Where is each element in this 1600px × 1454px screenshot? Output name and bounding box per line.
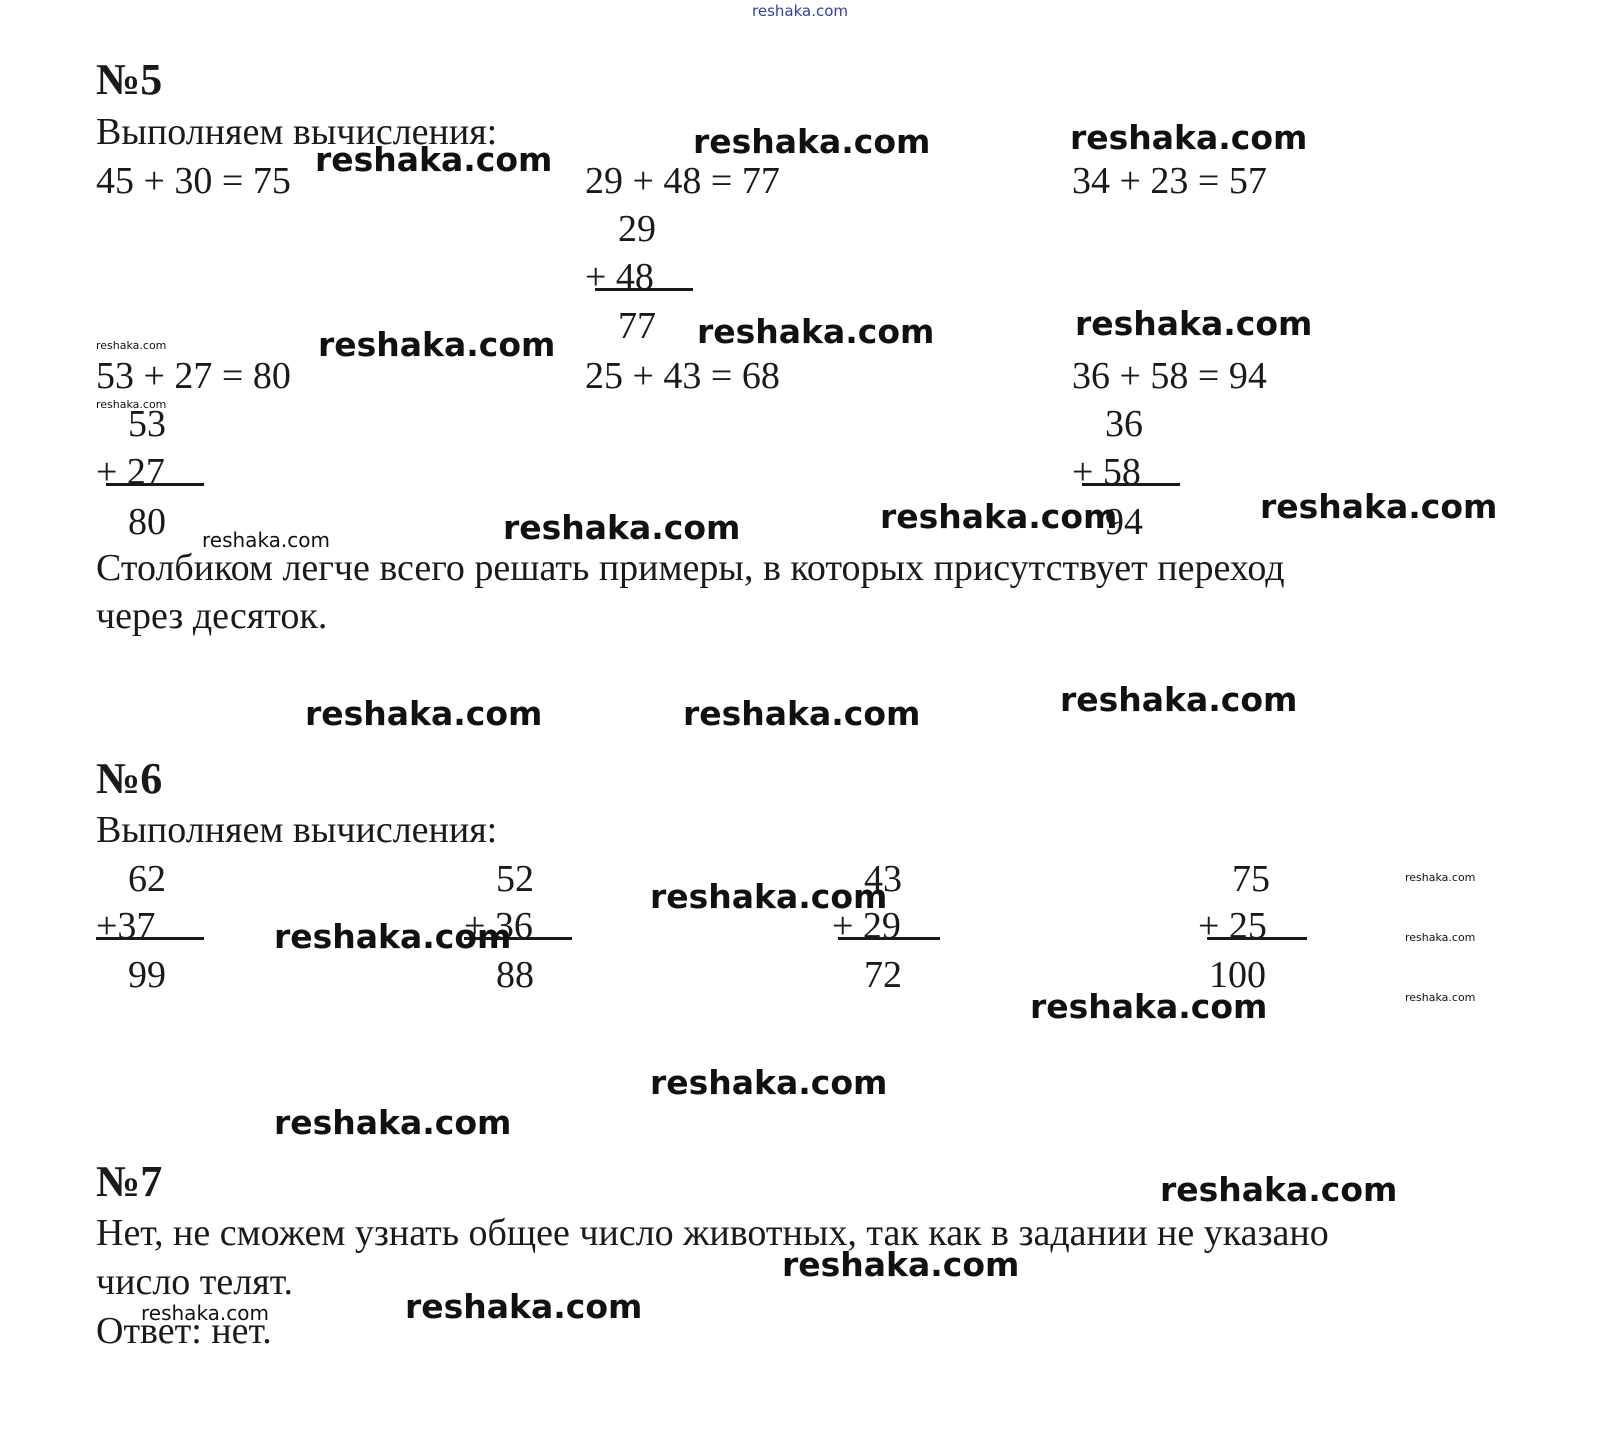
task6-column-1-rule xyxy=(96,937,204,940)
watermark: reshaka.com xyxy=(1070,118,1308,157)
task7-answer: Ответ: нет. xyxy=(96,1310,272,1352)
watermark-small: reshaka.com xyxy=(1405,931,1476,944)
watermark: reshaka.com xyxy=(782,1245,1020,1284)
watermark: reshaka.com xyxy=(405,1287,643,1326)
watermark-medium: reshaka.com xyxy=(202,528,330,552)
watermark: reshaka.com xyxy=(318,325,556,364)
task6-column-3-rule xyxy=(838,937,940,940)
watermark-medium: reshaka.com xyxy=(141,1301,269,1325)
task5-equation-3: 34 + 23 = 57 xyxy=(1072,160,1267,202)
task5-conclusion-line-2: через десяток. xyxy=(96,595,328,637)
task5-column-2-result: 77 xyxy=(618,305,656,347)
watermark: reshaka.com xyxy=(305,694,543,733)
task5-intro: Выполняем вычисления: xyxy=(96,111,498,153)
watermark: reshaka.com xyxy=(880,497,1118,536)
task6-column-2-result: 88 xyxy=(496,954,534,996)
task5-column-6-result: 94 xyxy=(1105,501,1143,543)
task5-equation-4: 53 + 27 = 80 xyxy=(96,355,291,397)
task7-line-1: Нет, не сможем узнать общее число животн… xyxy=(96,1212,1329,1254)
task6-column-2-rule xyxy=(464,937,572,940)
task6-column-1-top: 62 xyxy=(128,858,166,900)
task7-heading: №7 xyxy=(96,1157,163,1206)
task5-heading: №5 xyxy=(96,55,163,104)
watermark: reshaka.com xyxy=(1075,304,1313,343)
task5-column-6-rule xyxy=(1082,483,1180,486)
watermark: reshaka.com xyxy=(1160,1170,1398,1209)
task6-column-3-result: 72 xyxy=(864,954,902,996)
watermark: reshaka.com xyxy=(697,312,935,351)
task6-column-4-result: 100 xyxy=(1209,954,1266,996)
watermark: reshaka.com xyxy=(650,1063,888,1102)
top-watermark: reshaka.com xyxy=(752,2,848,20)
watermark: reshaka.com xyxy=(315,140,553,179)
task5-column-2-top: 29 xyxy=(618,208,656,250)
task6-column-3-top: 43 xyxy=(864,858,902,900)
task6-intro: Выполняем вычисления: xyxy=(96,809,498,851)
task5-equation-5: 25 + 43 = 68 xyxy=(585,355,780,397)
task5-equation-6: 36 + 58 = 94 xyxy=(1072,355,1267,397)
watermark: reshaka.com xyxy=(650,877,888,916)
watermark: reshaka.com xyxy=(274,1103,512,1142)
task5-equation-1: 45 + 30 = 75 xyxy=(96,160,291,202)
task6-column-1-result: 99 xyxy=(128,954,166,996)
task6-heading: №6 xyxy=(96,754,163,803)
task6-column-4-top: 75 xyxy=(1232,858,1270,900)
watermark-small: reshaka.com xyxy=(1405,871,1476,884)
watermark: reshaka.com xyxy=(1260,487,1498,526)
watermark-small: reshaka.com xyxy=(96,398,167,411)
task5-column-2-rule xyxy=(595,288,693,291)
task5-conclusion-line-1: Столбиком легче всего решать примеры, в … xyxy=(96,547,1285,589)
watermark: reshaka.com xyxy=(683,694,921,733)
watermark-small: reshaka.com xyxy=(96,339,167,352)
task5-column-6-top: 36 xyxy=(1105,403,1143,445)
task6-column-2-top: 52 xyxy=(496,858,534,900)
task7-line-2: число телят. xyxy=(96,1261,293,1303)
watermark-small: reshaka.com xyxy=(1405,991,1476,1004)
task5-column-4-result: 80 xyxy=(128,501,166,543)
task5-equation-2: 29 + 48 = 77 xyxy=(585,160,780,202)
watermark: reshaka.com xyxy=(1030,987,1268,1026)
watermark: reshaka.com xyxy=(274,917,512,956)
task6-column-4-rule xyxy=(1207,937,1307,940)
watermark: reshaka.com xyxy=(503,508,741,547)
watermark: reshaka.com xyxy=(693,122,931,161)
task5-column-4-rule xyxy=(106,483,204,486)
watermark: reshaka.com xyxy=(1060,680,1298,719)
task5-column-4-top: 53 xyxy=(128,403,166,445)
